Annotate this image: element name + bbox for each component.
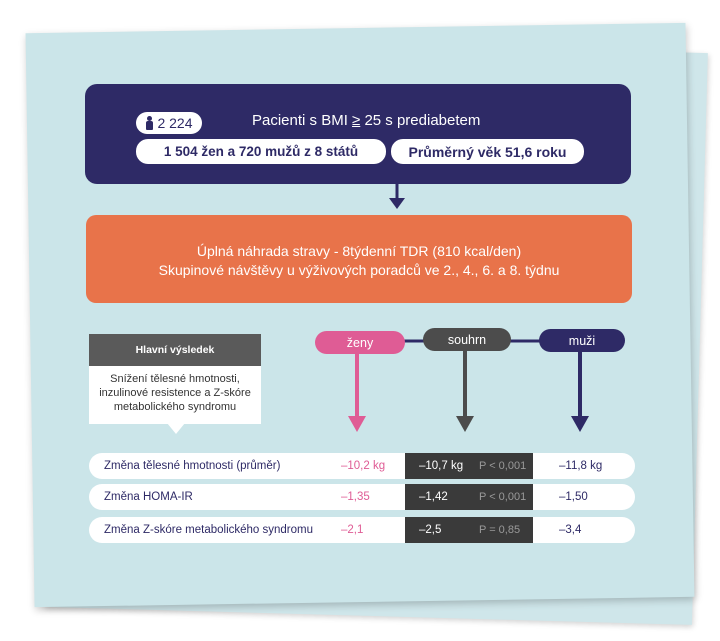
patient-count: 2 224 — [157, 115, 193, 131]
result-p-value: P = 0,85 — [479, 524, 521, 536]
result-label: Změna Z-skóre metabolického syndromu — [104, 524, 313, 536]
result-label: Změna HOMA-IR — [104, 491, 193, 503]
men-arrow-head — [571, 416, 589, 432]
group-women-tag: ženy — [315, 331, 405, 354]
women-arrow-head — [348, 416, 366, 432]
result-p-value: P < 0,001 — [479, 491, 527, 503]
greater-equal-sign: ≥ — [352, 112, 361, 129]
result-women: –2,1 — [341, 524, 364, 536]
patients-title: Pacienti s BMI ≥ 25 s prediabetem — [252, 112, 481, 129]
total-cell — [405, 517, 533, 543]
patient-count-badge: 2 224 — [136, 112, 202, 134]
result-total: –10,7 kg — [419, 460, 464, 472]
result-men: –3,4 — [559, 524, 582, 536]
main-result-text: Snížení tělesné hmotnosti, inzulinové re… — [89, 366, 261, 424]
result-label: Změna tělesné hmotnosti (průměr) — [104, 460, 281, 472]
group-total-tag: souhrn — [423, 328, 511, 351]
result-total: –1,42 — [419, 491, 448, 503]
intervention-line-2: Skupinové návštěvy u výživových poradců … — [158, 262, 560, 278]
callout-pointer — [167, 423, 185, 434]
intervention-line-1: Úplná náhrada stravy - 8týdenní TDR (810… — [196, 243, 522, 259]
mean-age-badge: Průměrný věk 51,6 roku — [391, 139, 584, 164]
result-men: –11,8 kg — [559, 460, 603, 472]
patients-box — [85, 84, 631, 184]
result-women: –10,2 kg — [341, 460, 386, 472]
result-row-homa: Změna HOMA-IR –1,35 –1,42 P < 0,001 –1,5… — [89, 484, 635, 510]
group-men-tag: muži — [539, 329, 625, 352]
result-total: –2,5 — [419, 524, 442, 536]
top-arrow-head — [389, 198, 405, 209]
main-result-heading: Hlavní výsledek — [89, 334, 261, 366]
result-row-weight: Změna tělesné hmotnosti (průměr) –10,2 k… — [89, 453, 635, 479]
total-arrow-head — [456, 416, 474, 432]
result-women: –1,35 — [341, 491, 370, 503]
result-p-value: P < 0,001 — [479, 460, 527, 472]
intervention-box: Úplná náhrada stravy - 8týdenní TDR (810… — [86, 215, 632, 303]
result-row-zscore: Změna Z-skóre metabolického syndromu –2,… — [89, 517, 635, 543]
person-icon — [145, 116, 154, 130]
total-cell — [405, 453, 533, 479]
result-men: –1,50 — [559, 491, 588, 503]
women-men-badge: 1 504 žen a 720 mužů z 8 států — [136, 139, 386, 164]
total-cell — [405, 484, 533, 510]
